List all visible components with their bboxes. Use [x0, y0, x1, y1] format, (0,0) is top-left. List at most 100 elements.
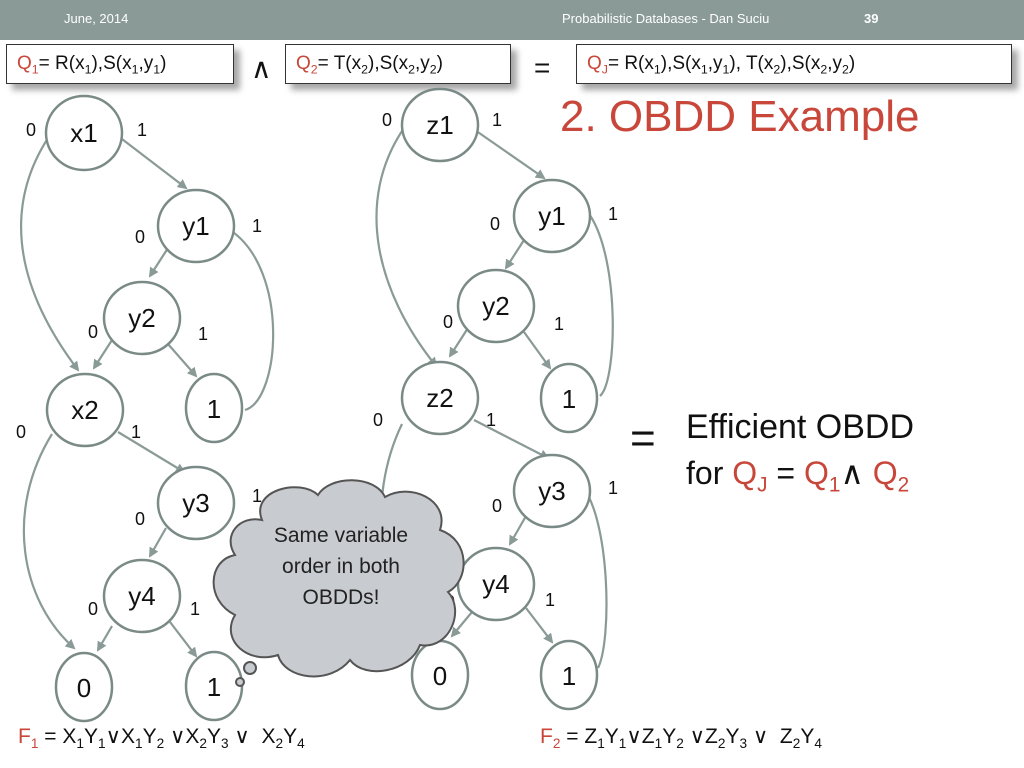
- query-q2-box: Q2 = T(x2),S(x2,y2): [285, 44, 511, 84]
- obdd1-label-t0: 0: [77, 673, 91, 703]
- obdd2-edge-label-y1-0: 0: [490, 214, 500, 234]
- obdd1-edge-x1-x2: [20, 131, 80, 372]
- obdd1-node-y2: [102, 280, 182, 356]
- obdd1-label-t1a: 1: [207, 394, 221, 424]
- obdd1-label-y4: y4: [128, 581, 155, 611]
- q1-name: Q1: [17, 53, 39, 77]
- efficient-line2: for QJ = Q1∧ Q2: [686, 455, 910, 497]
- obdd2-edge-label-y2-1: 1: [554, 314, 564, 334]
- obdd1-edge-label-x1-0: 0: [26, 120, 36, 140]
- obdd2-edge-y1-1: [585, 209, 614, 397]
- obdd1-edge-y1-y2: [148, 247, 169, 278]
- obdd1-edge-label-x2-1: 1: [131, 422, 141, 442]
- q2-name: Q2: [296, 53, 318, 77]
- obdd2-edge-z2-y3: [473, 419, 550, 459]
- obdd1-edge-label-y3-0: 0: [135, 509, 145, 529]
- obdd1-edge-label-y3-1: 1: [252, 486, 262, 506]
- obdd2-label-z1: z1: [426, 110, 453, 140]
- obdd2-edge-label-z1-0: 0: [382, 110, 392, 130]
- and-operator: ∧: [251, 53, 272, 84]
- obdd2-label-t1b: 1: [562, 661, 576, 691]
- obdd2-node-t1b: [539, 639, 599, 711]
- obdd1-label-y2: y2: [128, 303, 155, 333]
- slide-title: 2. OBDD Example: [560, 92, 920, 141]
- obdd1-node-t1a: [184, 372, 244, 444]
- q1-definition: = R(x1),S(x1,y1): [38, 53, 167, 77]
- obdd2-label-t1a: 1: [562, 384, 576, 414]
- obdd1-edge-label-x2-0: 0: [16, 422, 26, 442]
- obdd1-label-x2: x2: [71, 395, 98, 425]
- formula-f1: F1 = X1Y1∨X1Y2 ∨X2Y3 ∨ X2Y4: [18, 725, 305, 751]
- obdd2-edge-y2-1: [523, 331, 552, 370]
- header-bar: June, 2014 Probabilistic Databases - Dan…: [0, 0, 1024, 40]
- obdd1-label-y3: y3: [182, 488, 209, 518]
- obdd2-label-z2: z2: [426, 383, 453, 413]
- obdd1-label-t1b: 1: [207, 672, 221, 702]
- slide-page-number: 39: [864, 11, 879, 26]
- obdd1-edge-label-y1-0: 0: [135, 227, 145, 247]
- obdd1-edge-x2-y3: [117, 431, 186, 474]
- obdd1-edge-label-y4-1: 1: [190, 599, 200, 619]
- obdd1-node-y4: [102, 558, 182, 634]
- obdd1-edge-label-y4-0: 0: [88, 599, 98, 619]
- obdd1-edge-y4-1: [169, 621, 198, 658]
- obdd1-edge-label-y1-1: 1: [252, 216, 262, 236]
- obdd2-node-y1: [512, 178, 592, 254]
- obdd2-edge-z1-z2: [375, 127, 438, 368]
- obdd1-node-y3: [156, 465, 236, 541]
- efficient-line1: Efficient OBDD: [686, 408, 915, 446]
- obdd2-edge-label-z1-1: 1: [492, 110, 502, 130]
- obdd1-node-x1: [44, 94, 124, 172]
- obdd2-node-y2: [456, 268, 536, 344]
- obdd2-node-t1a: [539, 362, 599, 434]
- obdd2-label-y1: y1: [538, 201, 565, 231]
- obdd2-edge-y4-1: [525, 607, 554, 644]
- obdd1-node-x2: [45, 372, 125, 448]
- qj-name: QJ: [587, 53, 608, 77]
- obdd1-edge-x2-0: [22, 433, 76, 650]
- formula-f2: F2 = Z1Y1∨Z1Y2 ∨Z2Y3 ∨ Z2Y4: [540, 725, 822, 751]
- obdd2-edge-label-z2-1: 1: [486, 410, 496, 430]
- obdd1-edge-y4-0: [96, 625, 113, 652]
- obdd1-edge-label-x1-1: 1: [137, 120, 147, 140]
- query-qj-box: QJ = R(x1),S(x1,y1), T(x2),S(x2,y2): [576, 44, 1012, 84]
- qj-definition: = R(x1),S(x1,y1), T(x2),S(x2,y2): [607, 53, 856, 77]
- obdd1-edge-label-y2-1: 1: [198, 324, 208, 344]
- obdd1-node-y1: [156, 188, 236, 264]
- slide-course: Probabilistic Databases - Dan Suciu: [562, 11, 770, 26]
- big-equals: =: [630, 414, 656, 463]
- obdd2-edge-label-y3-0: 0: [492, 496, 502, 516]
- obdd2-edge-y2-z2: [448, 327, 469, 358]
- q2-definition: = T(x2),S(x2,y2): [317, 53, 443, 77]
- obdd2-edge-y4-0: [450, 611, 473, 638]
- obdd2-edge-label-y2-0: 0: [443, 312, 453, 332]
- obdd1-edge-y2-1: [167, 343, 198, 378]
- obdd2-edge-y1-y2: [504, 239, 525, 270]
- obdd2-edge-label-y1-1: 1: [608, 204, 618, 224]
- obdd1-label-y1: y1: [182, 211, 209, 241]
- callout-text: Same variable order in both OBDDs!: [273, 524, 409, 609]
- obdd2-label-y4: y4: [482, 569, 509, 599]
- obdd1-edge-label-y2-0: 0: [88, 322, 98, 342]
- equals-operator: =: [534, 52, 551, 83]
- slide-date: June, 2014: [64, 11, 129, 26]
- obdd1-edge-y2-x2: [92, 339, 113, 370]
- obdd1-edge-y1-1: [229, 229, 275, 412]
- obdd2-edge-label-y4-1: 1: [545, 590, 555, 610]
- callout-cloud: [212, 479, 465, 687]
- obdd2-node-y3: [512, 453, 592, 529]
- obdd2-edge-z1-y1: [471, 127, 546, 180]
- obdd2-edge-label-y3-1: 1: [608, 478, 618, 498]
- obdd2-edge-y3-1: [581, 485, 608, 669]
- obdd2-node-z1: [400, 87, 480, 163]
- obdd2-label-y2: y2: [482, 291, 509, 321]
- obdd2-edge-y3-y4: [509, 515, 527, 546]
- obdd1-node-t0: [54, 651, 114, 723]
- obdd2-node-z2: [400, 360, 480, 436]
- query-q1-box: Q1 = R(x1),S(x1,y1): [6, 44, 234, 84]
- obdd1-label-x1: x1: [70, 118, 97, 148]
- obdd1-edge-x1-y1: [117, 135, 188, 190]
- obdd2-label-t0: 0: [433, 661, 447, 691]
- obdd2-label-y3: y3: [538, 476, 565, 506]
